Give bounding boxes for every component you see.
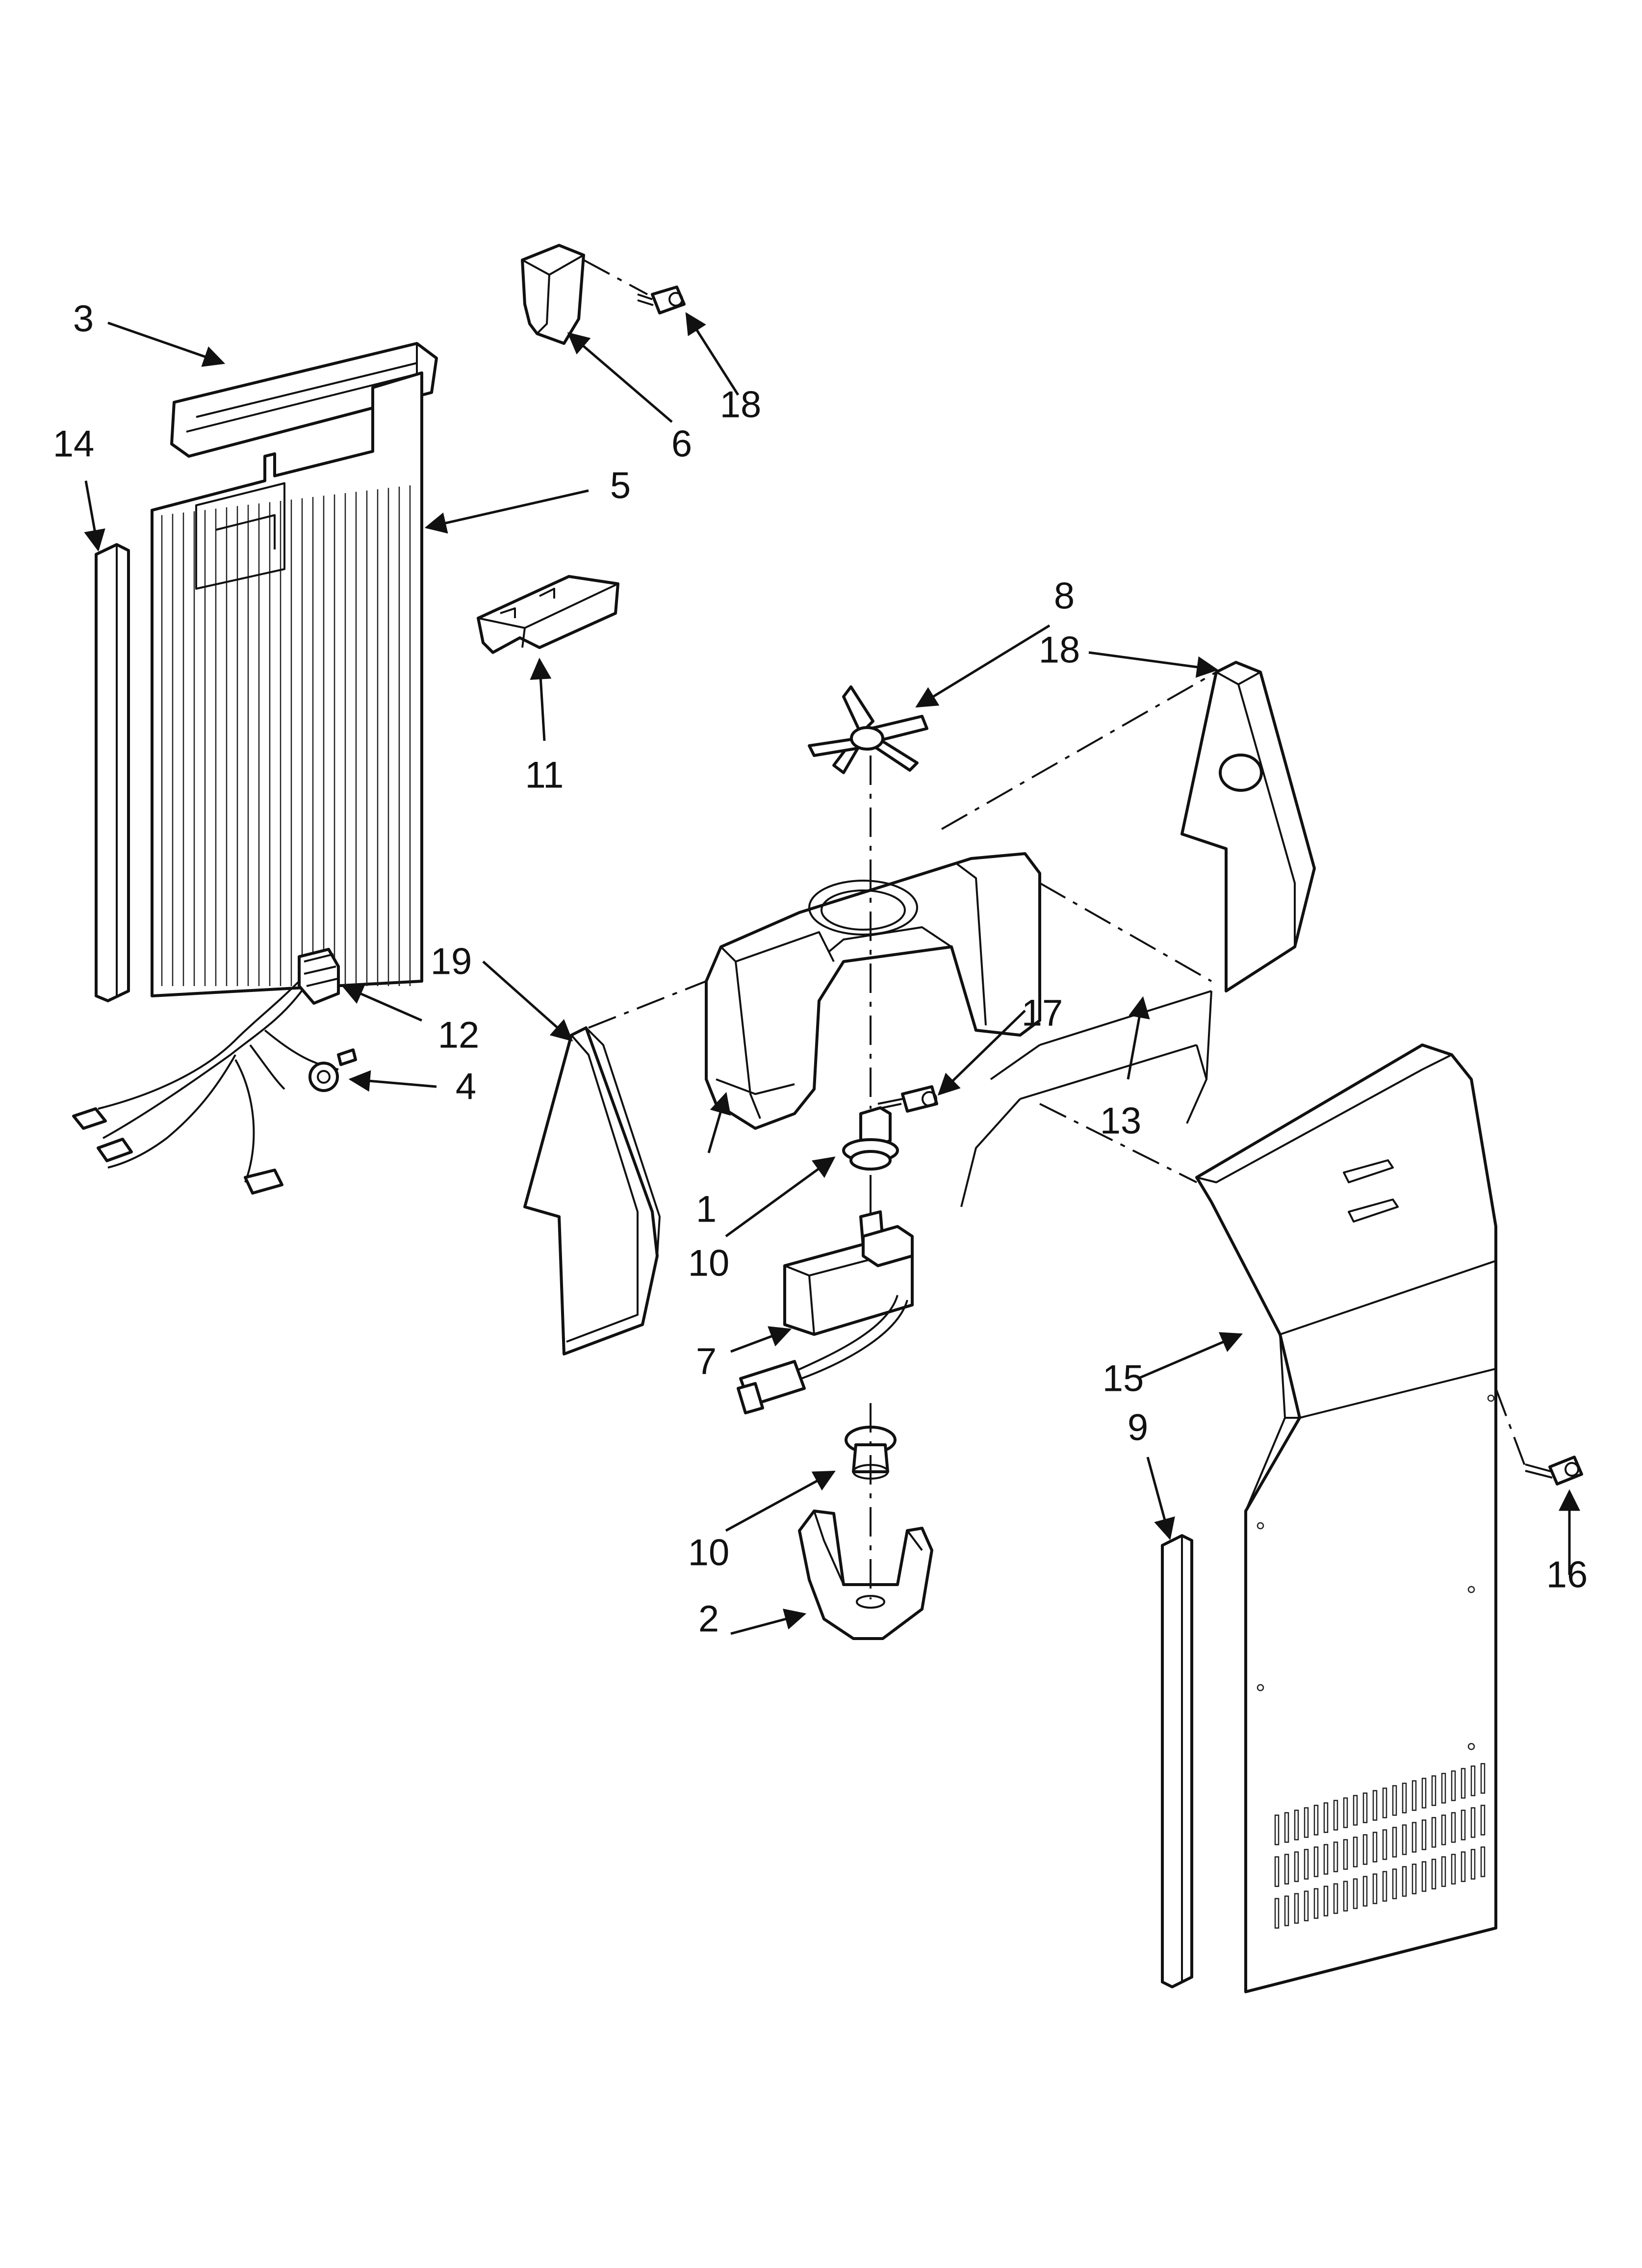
part-7-fan-motor [737, 1175, 914, 1414]
callout-12: 12 [438, 1015, 480, 1056]
callout-3: 3 [73, 298, 94, 340]
callout-11: 11 [525, 755, 564, 796]
callout-5: 5 [610, 465, 631, 507]
callout-19: 19 [431, 941, 472, 983]
callout-16: 16 [1546, 1554, 1588, 1596]
callout-10-lower: 10 [688, 1532, 730, 1574]
callout-labels: 3 14 5 6 18 11 12 4 8 18 19 17 13 1 10 7… [53, 298, 1588, 1640]
part-17-screw [877, 1085, 938, 1113]
callout-8: 8 [1054, 575, 1075, 617]
part-8-fan-blade [808, 685, 928, 774]
callout-15: 15 [1103, 1358, 1144, 1400]
part-5-evaporator-cover [151, 371, 423, 997]
callout-13: 13 [1100, 1100, 1142, 1142]
callout-4: 4 [456, 1066, 476, 1108]
callout-1: 1 [696, 1189, 717, 1230]
part-18-right-panel [1180, 661, 1316, 992]
alignment-lines [583, 259, 1526, 1599]
part-13-wire-rod [960, 990, 1212, 1207]
part-1-fan-housing [705, 852, 1041, 1130]
callout-9: 9 [1128, 1407, 1148, 1449]
part-19-left-panel [523, 1026, 661, 1356]
callout-6: 6 [671, 423, 692, 465]
callout-10-upper: 10 [688, 1243, 730, 1284]
part-14-strip [95, 543, 130, 1002]
callout-17: 17 [1022, 992, 1063, 1034]
part-11-box [477, 575, 619, 654]
callout-2: 2 [698, 1598, 719, 1640]
part-15-rear-panel [1195, 1043, 1497, 1993]
callout-18-right: 18 [1039, 629, 1080, 671]
callout-7: 7 [696, 1341, 717, 1382]
part-16-screw [1525, 1456, 1583, 1486]
part-9-strip [1161, 1534, 1193, 1988]
part-6-block [521, 244, 585, 345]
callout-14: 14 [53, 423, 95, 465]
part-3-bracket [170, 342, 438, 458]
callout-18-top: 18 [720, 384, 762, 426]
part-10-upper-grommet [842, 1106, 899, 1171]
part-12-wire-harness [72, 948, 357, 1195]
part-2-motor-bracket [798, 1510, 933, 1640]
leader-arrows [84, 312, 1580, 1635]
part-18-top-screw [637, 286, 686, 314]
